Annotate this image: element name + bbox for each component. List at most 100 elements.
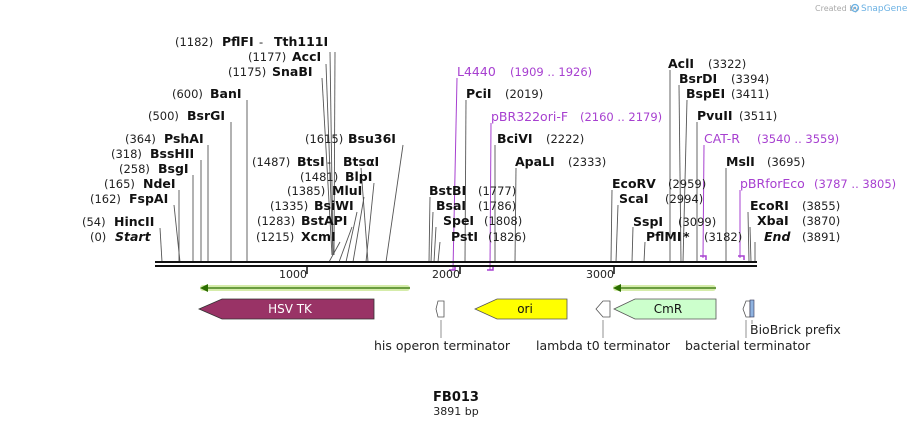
site-name-pcii[interactable]: PciI [466, 86, 492, 101]
site-name-ndei[interactable]: NdeI [143, 176, 176, 191]
site-name-xcmi[interactable]: XcmI [301, 229, 336, 244]
feature-biobrick-prefix[interactable]: BioBrick prefix [749, 299, 841, 337]
site-position: (2222) [546, 132, 584, 146]
site-name-spei[interactable]: SpeI [443, 213, 474, 228]
site-name-btsi[interactable]: BtsI [297, 154, 325, 169]
site-position: (1808) [484, 214, 522, 228]
ruler-tick-1000: 1000 [279, 268, 307, 281]
site-name-tth111i[interactable]: Tth111I [274, 34, 328, 49]
site-name-hincii[interactable]: HincII [114, 214, 154, 229]
site-position: (3099) [678, 215, 716, 229]
site-position: (2333) [568, 155, 606, 169]
site-position: (3394) [731, 72, 769, 86]
watermark-brand: SnapGene [861, 4, 908, 14]
site-name-bani[interactable]: BanI [210, 86, 242, 101]
feature-bacterial-terminator[interactable]: bacterial terminator [685, 300, 811, 353]
site-name-mlui[interactable]: MluI [332, 183, 362, 198]
feature-cmr[interactable]: CmR [613, 298, 717, 320]
primer-position: (3787 .. 3805) [814, 177, 896, 191]
primer-marks [449, 255, 745, 271]
site-position: (1487) [252, 155, 290, 169]
snapgene-logo-icon [850, 3, 860, 13]
primer-position: (2160 .. 2179) [580, 110, 662, 124]
site-position: (1481) [300, 170, 338, 184]
site-name-xbai[interactable]: XbaI [757, 213, 789, 228]
primer-name-pbrforeco[interactable]: pBRforEco [740, 176, 805, 191]
site-name-bsgi[interactable]: BsgI [158, 161, 189, 176]
site-name-fspai[interactable]: FspAI [129, 191, 168, 206]
site-name-bsrdi[interactable]: BsrDI [679, 71, 717, 86]
site-position: (2959) [668, 177, 706, 191]
feature-lambda-terminator[interactable]: lambda t0 terminator [536, 300, 671, 353]
feature-label-lambda-terminator: lambda t0 terminator [536, 338, 671, 353]
site-name-start[interactable]: Start [115, 229, 152, 244]
site-position: (1175) [228, 65, 266, 79]
site-name-bsshii[interactable]: BssHII [150, 146, 194, 161]
site-name-pflfi[interactable]: PflFI [222, 34, 254, 49]
ruler [306, 266, 615, 274]
site-separator: - [327, 155, 331, 169]
site-name-blpi[interactable]: BlpI [345, 169, 372, 184]
site-position: (1177) [248, 50, 286, 64]
primer-name-pbr322ori-f[interactable]: pBR322ori-F [491, 109, 568, 124]
feature-his-terminator[interactable]: his operon terminator [374, 300, 511, 353]
site-connectors [159, 51, 756, 263]
site-name-bsrgi[interactable]: BsrGI [187, 108, 225, 123]
feature-hsvtk[interactable]: HSV TK [197, 298, 375, 320]
feature-ori[interactable]: ori [474, 298, 568, 320]
feature-label-bacterial-terminator: bacterial terminator [685, 338, 811, 353]
site-name-bsiwi[interactable]: BsiWI [314, 198, 354, 213]
site-position: (1182) [175, 35, 213, 49]
site-name-bcivi[interactable]: BciVI [497, 131, 533, 146]
site-position: (0) [90, 230, 106, 244]
site-position: (54) [82, 215, 106, 229]
site-name-snabi[interactable]: SnaBI [272, 64, 313, 79]
site-position: (500) [148, 109, 179, 123]
left-sites: (1182) PflFI - Tth111I (1177) AccI (1175… [82, 34, 328, 244]
site-name-scai[interactable]: ScaI [619, 191, 649, 206]
site-position: (3411) [731, 87, 769, 101]
site-position: (3855) [802, 199, 840, 213]
site-position: (3322) [708, 57, 746, 71]
site-name-btsai[interactable]: BtsαI [343, 154, 379, 169]
primers: L4440 (1909 .. 1926) pBR322ori-F (2160 .… [457, 64, 896, 191]
center-sites: PciI (2019) BciVI (2222) ApaLI (2333) Bs… [429, 86, 606, 244]
site-name-end[interactable]: End [764, 229, 791, 244]
site-separator: - [259, 35, 263, 49]
middle-sites: (1615) Bsu36I (1487) BtsI - BtsαI (1481)… [252, 131, 396, 244]
site-name-pvuii[interactable]: PvuII [697, 108, 733, 123]
feature-label-biobrick: BioBrick prefix [750, 322, 841, 337]
site-name-msli[interactable]: MslI [726, 154, 755, 169]
site-position: (1385) [287, 184, 325, 198]
site-name-bspei[interactable]: BspEI [686, 86, 725, 101]
site-name-psti[interactable]: PstI [451, 229, 478, 244]
right-sites: AclI (3322) BsrDI (3394) BspEI (3411) Pv… [612, 56, 840, 244]
site-position: (1786) [478, 199, 516, 213]
site-position: (318) [111, 147, 142, 161]
feature-label-his-terminator: his operon terminator [374, 338, 511, 353]
dna-backbone [155, 261, 757, 267]
site-position: (1826) [488, 230, 526, 244]
site-position: (3870) [802, 214, 840, 228]
site-name-ecorv[interactable]: EcoRV [612, 176, 656, 191]
site-name-bstbi[interactable]: BstBI [429, 183, 466, 198]
site-name-bstapi[interactable]: BstAPI [301, 213, 347, 228]
site-name-pflmi[interactable]: PflMI [646, 229, 682, 244]
site-position: (1615) [305, 132, 343, 146]
site-name-bsai[interactable]: BsaI [436, 198, 466, 213]
site-name-acli[interactable]: AclI [668, 56, 694, 71]
site-position: (1335) [270, 199, 308, 213]
site-position: (364) [125, 132, 156, 146]
site-name-apali[interactable]: ApaLI [515, 154, 555, 169]
site-name-ecori[interactable]: EcoRI [750, 198, 789, 213]
site-name-acci[interactable]: AccI [292, 49, 321, 64]
site-name-sspi[interactable]: SspI [633, 214, 663, 229]
site-name-bsu36i[interactable]: Bsu36I [348, 131, 396, 146]
site-position: (3511) [739, 109, 777, 123]
primer-position: (1909 .. 1926) [510, 65, 592, 79]
site-position: (3182) [704, 230, 742, 244]
primer-name-l4440[interactable]: L4440 [457, 64, 496, 79]
site-name-pshai[interactable]: PshAI [164, 131, 204, 146]
primer-name-cat-r[interactable]: CAT-R [704, 131, 740, 146]
